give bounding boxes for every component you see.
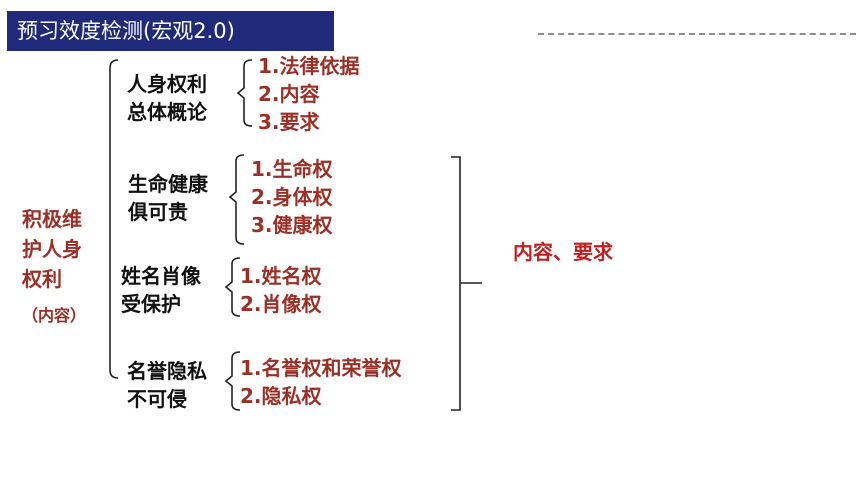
list-item: 2.肖像权 — [240, 292, 322, 316]
group-2-items: 1.生命权 2.身体权 3.健康权 — [251, 155, 333, 239]
list-item: 3.要求 — [258, 110, 320, 134]
list-item: 2.身体权 — [251, 185, 333, 209]
group-1-bracket — [236, 59, 253, 127]
group-label-life-health: 生命健康 俱可贵 — [128, 172, 208, 224]
group-1-items: 1.法律依据 2.内容 3.要求 — [258, 52, 360, 136]
list-item: 1.法律依据 — [258, 54, 360, 78]
list-item: 1.姓名权 — [240, 264, 322, 288]
page-title: 预习效度检测(宏观2.0) — [7, 11, 334, 51]
root-sub-label: （内容） — [22, 306, 87, 325]
summary-note: 内容、要求 — [513, 240, 613, 264]
group-2-bracket — [228, 154, 245, 245]
list-item: 2.隐私权 — [240, 384, 322, 408]
list-item: 1.生命权 — [251, 157, 333, 181]
group-3-items: 1.姓名权 2.肖像权 — [240, 262, 322, 318]
group-4-items: 1.名誉权和荣誉权 2.隐私权 — [240, 354, 402, 410]
group-label-personal-rights: 人身权利 总体概论 — [127, 72, 207, 124]
summary-bracket — [451, 156, 461, 411]
group-4-bracket — [224, 351, 241, 411]
decorative-dashed-divider — [538, 33, 856, 35]
group-3-bracket — [224, 257, 241, 317]
list-item: 1.名誉权和荣誉权 — [240, 356, 402, 380]
root-bracket — [109, 59, 119, 379]
list-item: 3.健康权 — [251, 213, 333, 237]
group-label-reputation-privacy: 名誉隐私 不可侵 — [127, 359, 207, 411]
list-item: 2.内容 — [258, 82, 320, 106]
root-label: 积极维 护人身 权利 — [22, 207, 82, 291]
group-label-name-portrait: 姓名肖像 受保护 — [121, 264, 201, 316]
